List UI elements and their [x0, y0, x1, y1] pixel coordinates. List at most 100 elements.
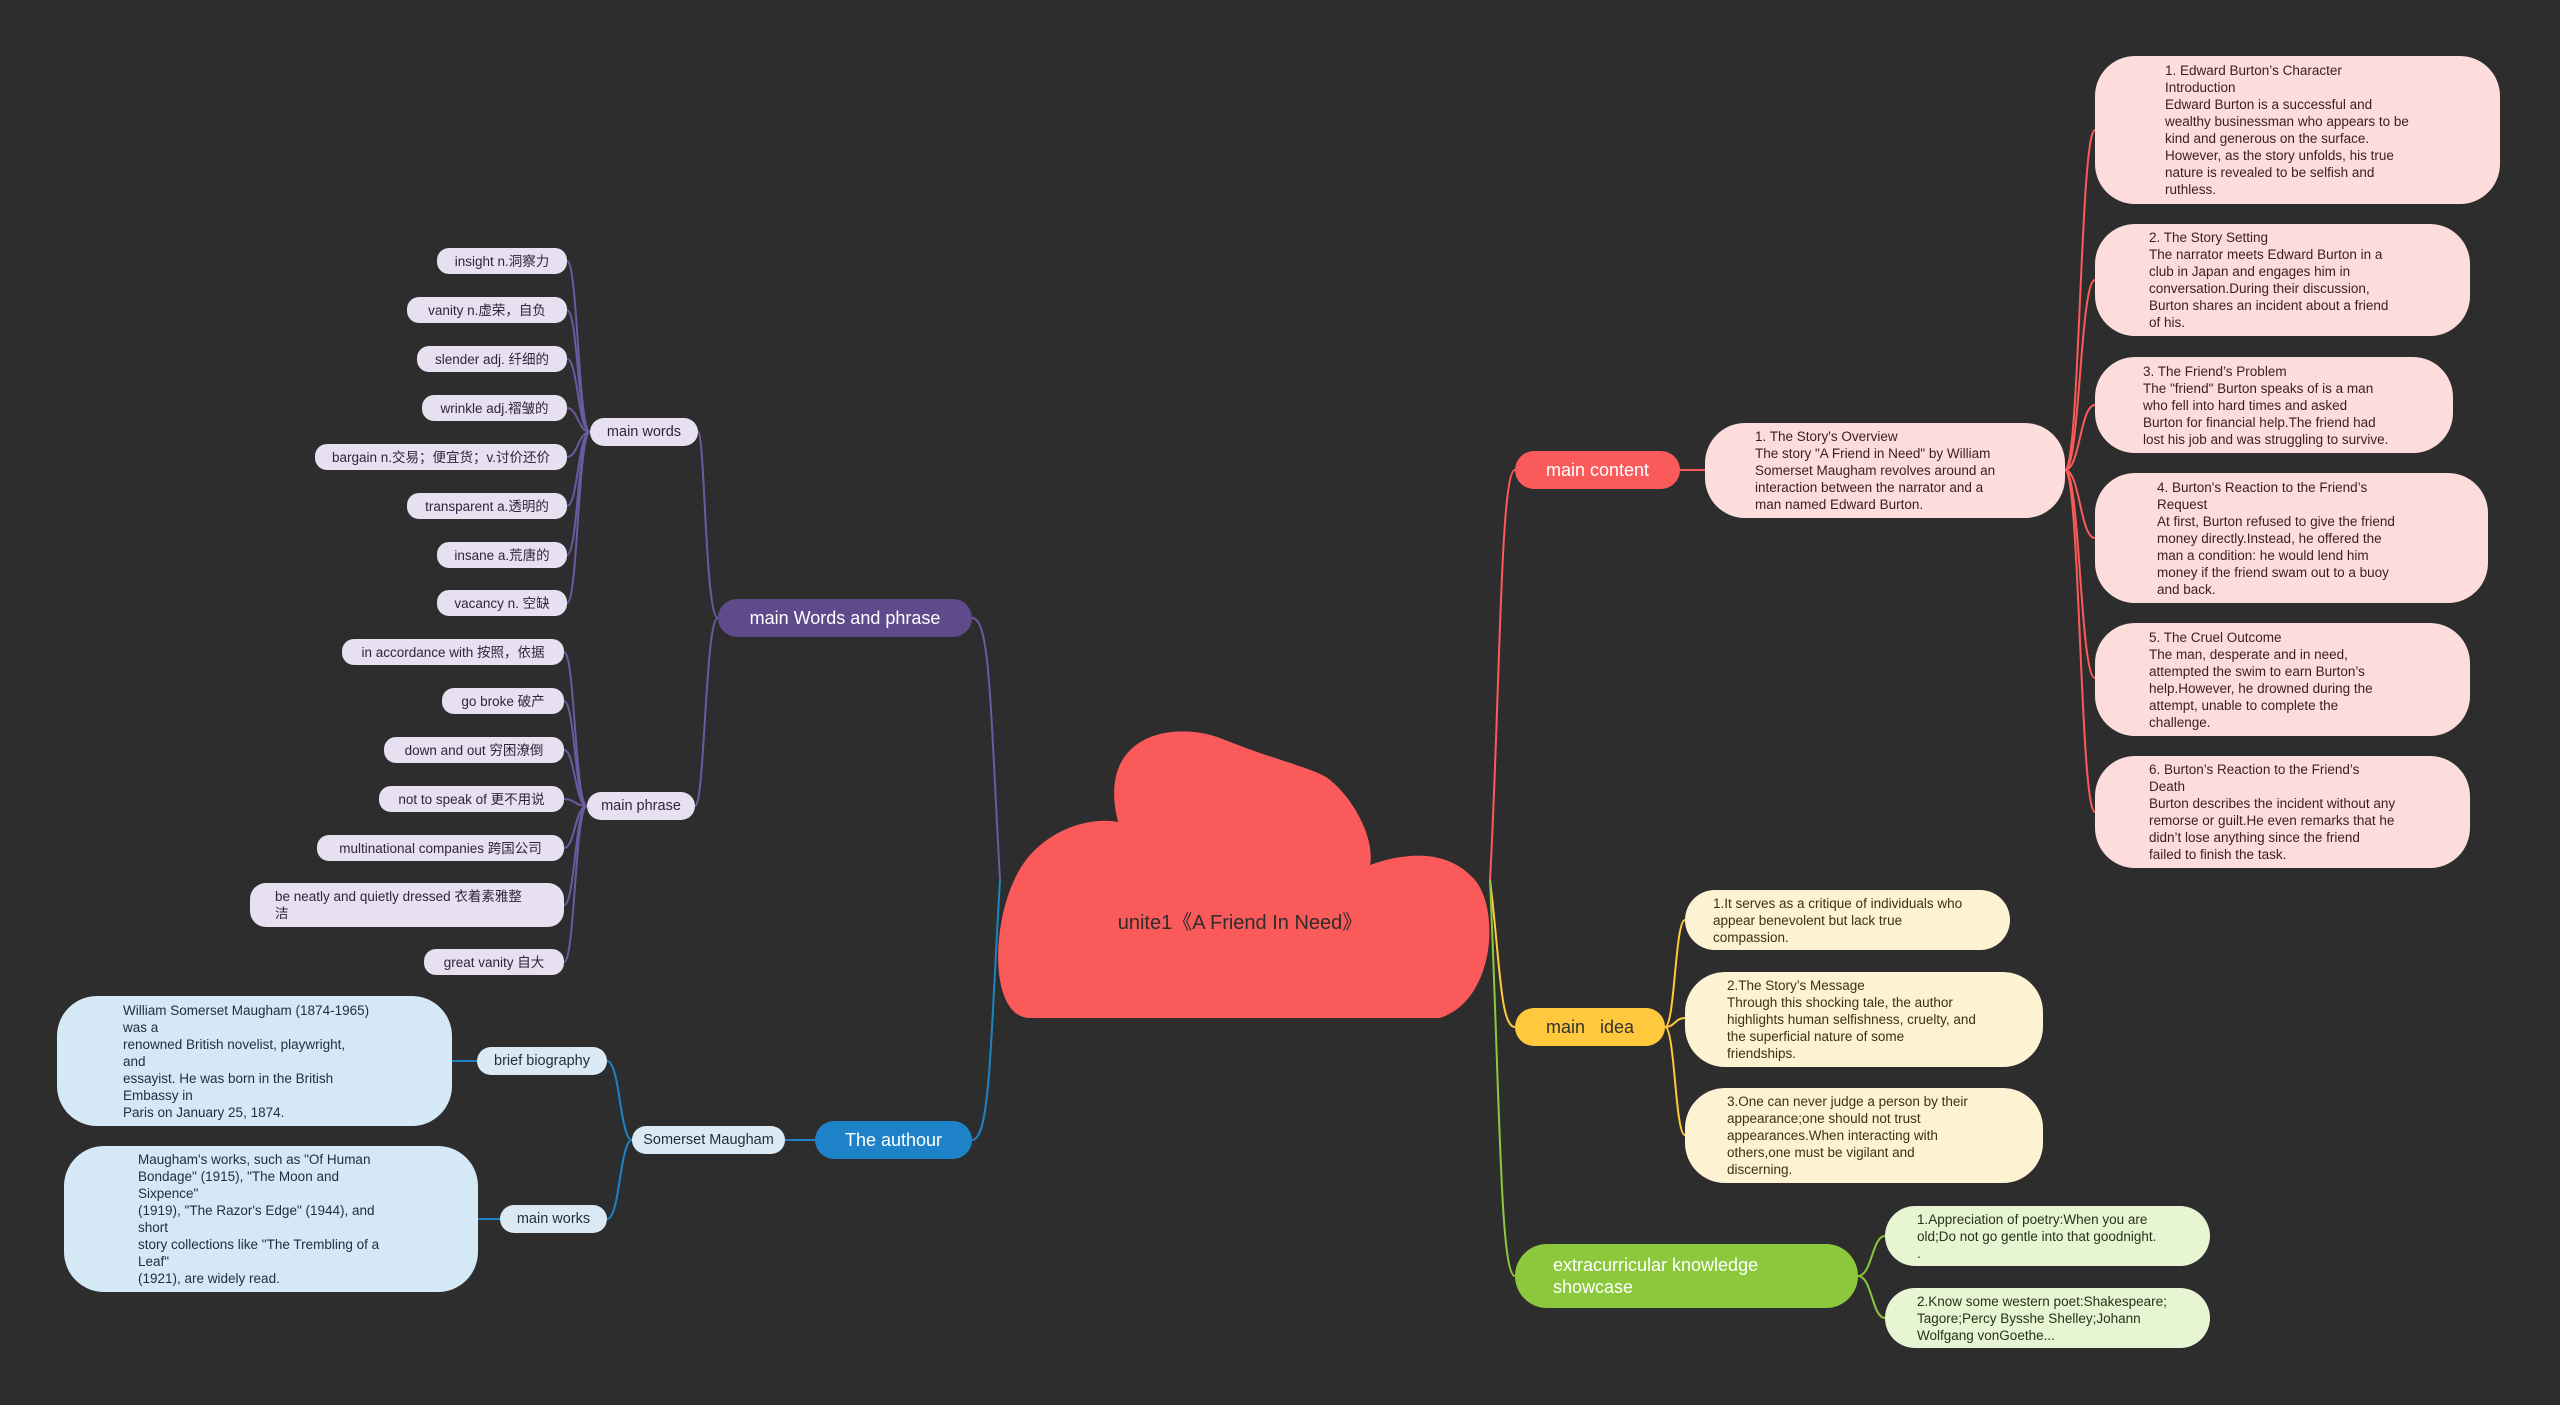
link-main-idea-2: [1664, 1017, 1686, 1028]
word-text: transparent a.透明的: [425, 498, 549, 514]
branch-main-idea[interactable]: main idea: [1515, 1008, 1665, 1046]
overview-box[interactable]: 1. The Story's Overview The story "A Fri…: [1705, 423, 2065, 518]
phrase-item[interactable]: great vanity 自大: [424, 949, 564, 975]
phrase-text: not to speak of 更不用说: [398, 791, 545, 807]
phrase-item[interactable]: go broke 破产: [442, 688, 564, 714]
link-mp-1: [563, 700, 588, 807]
detail-box-3[interactable]: 3. The Friend’s Problem The "friend" Bur…: [2095, 357, 2453, 453]
link-extra-1: [1857, 1235, 1886, 1277]
word-item[interactable]: vanity n.虚荣，自负: [407, 297, 567, 323]
word-text: insane a.荒唐的: [454, 547, 550, 563]
bio-label: brief biography: [494, 1053, 590, 1069]
detail-text-2: 2. The Story Setting The narrator meets …: [2149, 230, 2389, 330]
word-text: wrinkle adj.褶皱的: [440, 400, 549, 416]
link-root-extracurricular: [1489, 879, 1516, 1277]
idea-box-3[interactable]: 3.One can never judge a person by their …: [1685, 1088, 2043, 1183]
root-cloud-shape: [998, 731, 1490, 1018]
branch-author[interactable]: The authour: [815, 1121, 972, 1159]
main-words-node[interactable]: main words: [590, 418, 698, 446]
phrase-text: down and out 穷困潦倒: [404, 742, 544, 758]
link-overview-detail-3: [2064, 404, 2096, 471]
link-main-idea-1: [1664, 919, 1686, 1028]
phrase-text: be neatly and quietly dressed 衣着素雅整 洁: [275, 889, 522, 921]
bio-box[interactable]: William Somerset Maugham (1874-1965) was…: [57, 996, 452, 1126]
extra-text-1: 1.Appreciation of poetry:When you are ol…: [1917, 1211, 2157, 1261]
link-main-idea-3: [1664, 1026, 1686, 1136]
branch-main-content-label: main content: [1545, 459, 1650, 480]
detail-box-6[interactable]: 6. Burton’s Reaction to the Friend’s Dea…: [2095, 756, 2470, 868]
detail-text-5: 5. The Cruel Outcome The man, desperate …: [2149, 629, 2373, 730]
branch-words-phrase[interactable]: main Words and phrase: [718, 599, 972, 637]
bio-text: William Somerset Maugham (1874-1965) was…: [123, 1002, 370, 1120]
link-mp-2: [563, 749, 588, 807]
detail-text-4: 4. Burton's Reaction to the Friend’s Req…: [2157, 479, 2395, 597]
word-item[interactable]: wrinkle adj.褶皱的: [422, 395, 567, 421]
idea-box-1[interactable]: 1.It serves as a critique of individuals…: [1685, 890, 2010, 950]
extra-box-2[interactable]: 2.Know some western poet:Shakespeare; Ta…: [1885, 1288, 2210, 1348]
link-mw-6: [566, 431, 591, 556]
link-mw-1: [566, 309, 591, 433]
idea-text-3: 3.One can never judge a person by their …: [1727, 1094, 1968, 1177]
word-item[interactable]: bargain n.交易；便宜货；v.讨价还价: [315, 444, 567, 470]
branch-author-label: The authour: [844, 1129, 943, 1150]
link-name-works-label: [606, 1139, 633, 1220]
detail-box-2[interactable]: 2. The Story Setting The narrator meets …: [2095, 224, 2470, 336]
word-item[interactable]: slender adj. 纤细的: [417, 346, 567, 372]
phrase-item[interactable]: not to speak of 更不用说: [379, 786, 564, 812]
word-item[interactable]: vacancy n. 空缺: [437, 590, 567, 616]
word-text: vacancy n. 空缺: [454, 595, 550, 611]
detail-box-4[interactable]: 4. Burton's Reaction to the Friend’s Req…: [2095, 473, 2488, 603]
detail-box-5[interactable]: 5. The Cruel Outcome The man, desperate …: [2095, 623, 2470, 736]
main-phrase-node[interactable]: main phrase: [587, 792, 695, 820]
works-text: Maugham's works, such as "Of Human Bonda…: [138, 1152, 380, 1286]
word-text: insight n.洞察力: [454, 253, 550, 269]
link-mw-2: [566, 358, 591, 433]
word-item[interactable]: insane a.荒唐的: [437, 542, 567, 568]
detail-text-1: 1. Edward Burton’s Character Introductio…: [2165, 63, 2409, 197]
phrase-text: go broke 破产: [461, 693, 545, 709]
word-item[interactable]: insight n.洞察力: [437, 248, 567, 274]
link-overview-detail-1: [2064, 129, 2096, 471]
extra-box-1[interactable]: 1.Appreciation of poetry:When you are ol…: [1885, 1206, 2210, 1266]
phrase-item[interactable]: down and out 穷困潦倒: [384, 737, 564, 763]
link-mw-0: [566, 260, 591, 433]
word-text: vanity n.虚荣，自负: [428, 302, 546, 318]
branch-extracurricular-label: extracurricular knowledge showcase: [1553, 1255, 1759, 1297]
phrase-item[interactable]: be neatly and quietly dressed 衣着素雅整 洁: [250, 883, 564, 927]
link-overview-detail-5: [2064, 469, 2096, 679]
branch-main-content[interactable]: main content: [1515, 451, 1680, 489]
branch-main-idea-label: main idea: [1545, 1016, 1635, 1037]
root-topic[interactable]: unite1《A Friend In Need》: [1117, 912, 1363, 934]
word-text: slender adj. 纤细的: [434, 351, 550, 367]
word-item[interactable]: transparent a.透明的: [407, 493, 567, 519]
phrase-item[interactable]: in accordance with 按照，依据: [342, 639, 564, 665]
link-mw-7: [566, 431, 591, 604]
branch-extracurricular[interactable]: extracurricular knowledge showcase: [1515, 1244, 1858, 1308]
detail-text-3: 3. The Friend’s Problem The "friend" Bur…: [2143, 363, 2389, 447]
main-words-label: main words: [606, 424, 682, 440]
works-label-node[interactable]: main works: [500, 1205, 607, 1233]
link-mw-3: [566, 407, 591, 433]
phrase-item[interactable]: multinational companies 跨国公司: [317, 835, 564, 861]
extra-text-2: 2.Know some western poet:Shakespeare; Ta…: [1917, 1293, 2167, 1343]
idea-box-2[interactable]: 2.The Story’s Message Through this shock…: [1685, 972, 2043, 1067]
overview-text: 1. The Story's Overview The story "A Fri…: [1755, 429, 1996, 512]
works-box[interactable]: Maugham's works, such as "Of Human Bonda…: [64, 1146, 478, 1292]
link-words-main-phrase: [694, 617, 719, 807]
link-extra-2: [1857, 1275, 1886, 1319]
main-phrase-label: main phrase: [601, 798, 681, 814]
detail-box-1[interactable]: 1. Edward Burton’s Character Introductio…: [2095, 56, 2500, 204]
link-words-main-words: [697, 431, 719, 619]
link-root-words: [971, 617, 1001, 881]
phrase-text: multinational companies 跨国公司: [339, 840, 542, 856]
detail-text-6: 6. Burton’s Reaction to the Friend’s Dea…: [2149, 762, 2396, 862]
author-name-label: Somerset Maugham: [643, 1132, 774, 1148]
author-name-node[interactable]: Somerset Maugham: [632, 1126, 785, 1154]
idea-text-1: 1.It serves as a critique of individuals…: [1713, 895, 1963, 945]
bio-label-node[interactable]: brief biography: [477, 1047, 607, 1075]
link-overview-detail-4: [2064, 469, 2096, 539]
link-root-author: [971, 879, 1001, 1141]
link-root-main-content: [1489, 469, 1516, 881]
